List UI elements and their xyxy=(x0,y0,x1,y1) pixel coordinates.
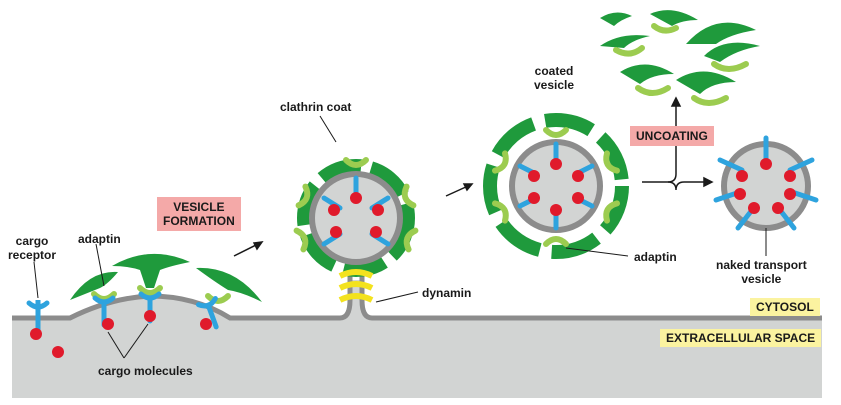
dynamin-label: dynamin xyxy=(422,286,472,300)
forming-coat-pit xyxy=(29,253,262,358)
extracellular-space-tag: EXTRACELLULAR SPACE xyxy=(660,329,822,347)
adaptin-label-left: adaptin xyxy=(78,232,121,246)
naked-vesicle-label-line2: vesicle xyxy=(741,272,782,286)
coated-vesicle-label: coated vesicle xyxy=(534,64,574,92)
coated-vesicle xyxy=(483,113,629,259)
released-clathrin xyxy=(600,10,760,106)
adaptin-label-right: adaptin xyxy=(634,250,677,264)
uncoating-tag: UNCOATING xyxy=(630,126,714,146)
coated-vesicle-label-line1: coated xyxy=(534,64,574,78)
process-arrows xyxy=(233,96,714,257)
leader-lines xyxy=(33,115,767,359)
vesicle-formation-tag: VESICLE FORMATION xyxy=(157,197,241,231)
cytosol-tag: CYTOSOL xyxy=(750,298,820,316)
cargo-molecules-label: cargo molecules xyxy=(98,364,193,378)
naked-vesicle xyxy=(713,135,819,231)
vesicle-formation-line2: FORMATION xyxy=(163,214,235,228)
cargo-receptor-label-line2: receptor xyxy=(8,248,57,262)
extracellular-space xyxy=(12,280,822,398)
naked-vesicle-label: naked transport vesicle xyxy=(716,258,807,286)
naked-vesicle-label-line1: naked transport xyxy=(716,258,807,272)
cargo-receptor-label-line1: cargo xyxy=(15,234,49,248)
clathrin-coat-label: clathrin coat xyxy=(280,100,352,114)
coated-vesicle-label-line2: vesicle xyxy=(534,78,575,92)
vesicle-formation-line1: VESICLE xyxy=(173,200,225,214)
budding-vesicle xyxy=(297,160,416,303)
cargo-receptor-label: cargo receptor xyxy=(8,234,56,262)
dynamin-ring xyxy=(338,269,374,303)
